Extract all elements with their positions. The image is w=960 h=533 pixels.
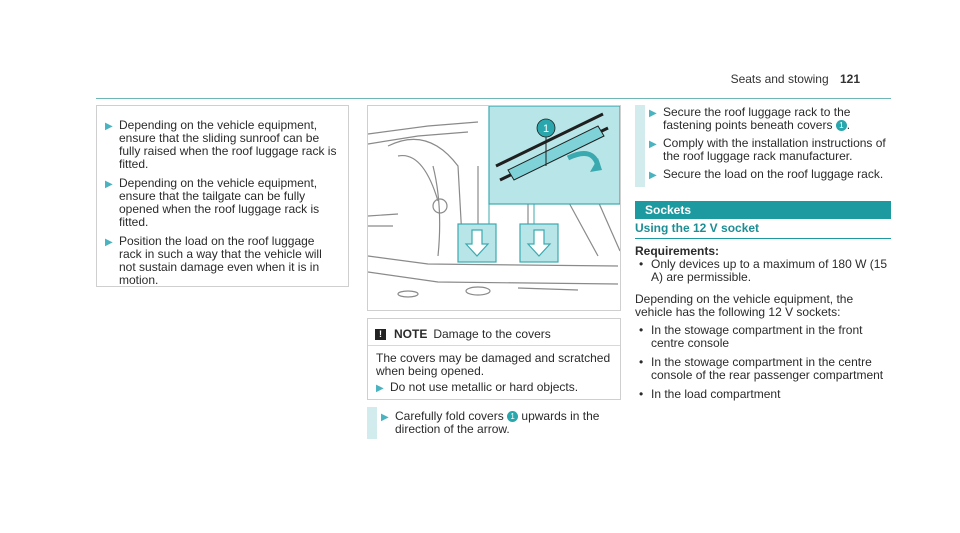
requirements-label: Requirements: bbox=[635, 244, 720, 258]
socket-location-item: • In the load compartment bbox=[639, 387, 781, 401]
running-header: Seats and stowing 121 bbox=[731, 72, 860, 86]
section-heading-sockets: Sockets bbox=[635, 201, 891, 219]
down-arrow-icon bbox=[464, 229, 490, 257]
step-secure-load: ▶ Secure the load on the roof luggage ra… bbox=[649, 167, 884, 182]
step-highlight-bar bbox=[635, 105, 645, 187]
roof-covers-illustration: 1 bbox=[367, 105, 621, 311]
header-rule bbox=[96, 98, 891, 99]
callout-number: 1 bbox=[835, 120, 847, 132]
callout-number: 1 bbox=[507, 411, 519, 423]
step-highlight-bar bbox=[367, 407, 377, 439]
warning-icon: ! bbox=[375, 328, 386, 340]
section-name: Seats and stowing bbox=[730, 72, 829, 86]
note-box: ! NOTE Damage to the covers The covers m… bbox=[367, 318, 621, 400]
note-title: Damage to the covers bbox=[433, 327, 551, 341]
step-arrow-icon: ▶ bbox=[649, 108, 657, 119]
step-position-load: ▶ Position the load on the roof luggage … bbox=[105, 234, 322, 287]
step-fold-covers: ▶ Carefully fold covers 1 upwards in the… bbox=[381, 409, 600, 436]
note-divider bbox=[368, 345, 620, 346]
note-body: The covers may be damaged and scratched … bbox=[376, 351, 611, 378]
step-tailgate: ▶ Depending on the vehicle equipment, en… bbox=[105, 176, 320, 229]
step-arrow-icon: ▶ bbox=[376, 383, 384, 394]
step-arrow-icon: ▶ bbox=[649, 139, 657, 150]
page-number: 121 bbox=[839, 72, 860, 86]
step-arrow-icon: ▶ bbox=[649, 170, 657, 181]
note-label: NOTE bbox=[394, 327, 428, 341]
step-sunroof: ▶ Depending on the vehicle equipment, en… bbox=[105, 118, 337, 171]
car-roof-drawing: 1 bbox=[368, 106, 620, 298]
note-heading: ! NOTE Damage to the covers bbox=[375, 327, 551, 341]
subsection-heading: Using the 12 V socket bbox=[635, 221, 891, 239]
requirement-item: • Only devices up to a maximum of 180 W … bbox=[639, 257, 888, 284]
socket-location-item: • In the stowage compartment in the cent… bbox=[639, 355, 884, 382]
note-step: ▶ Do not use metallic or hard objects. bbox=[376, 380, 579, 395]
down-arrow-icon bbox=[526, 229, 552, 257]
callout-number: 1 bbox=[543, 123, 549, 135]
sockets-intro: Depending on the vehicle equipment, the … bbox=[635, 292, 854, 319]
step-secure-rack: ▶ Secure the roof luggage rack to the fa… bbox=[649, 105, 851, 132]
step-arrow-icon: ▶ bbox=[381, 412, 389, 423]
roof-rack-steps-box: ▶ Depending on the vehicle equipment, en… bbox=[96, 105, 349, 287]
step-arrow-icon: ▶ bbox=[105, 121, 113, 132]
step-installation-instructions: ▶ Comply with the installation instructi… bbox=[649, 136, 886, 163]
step-arrow-icon: ▶ bbox=[105, 179, 113, 190]
step-arrow-icon: ▶ bbox=[105, 237, 113, 248]
socket-location-item: • In the stowage compartment in the fron… bbox=[639, 323, 863, 350]
